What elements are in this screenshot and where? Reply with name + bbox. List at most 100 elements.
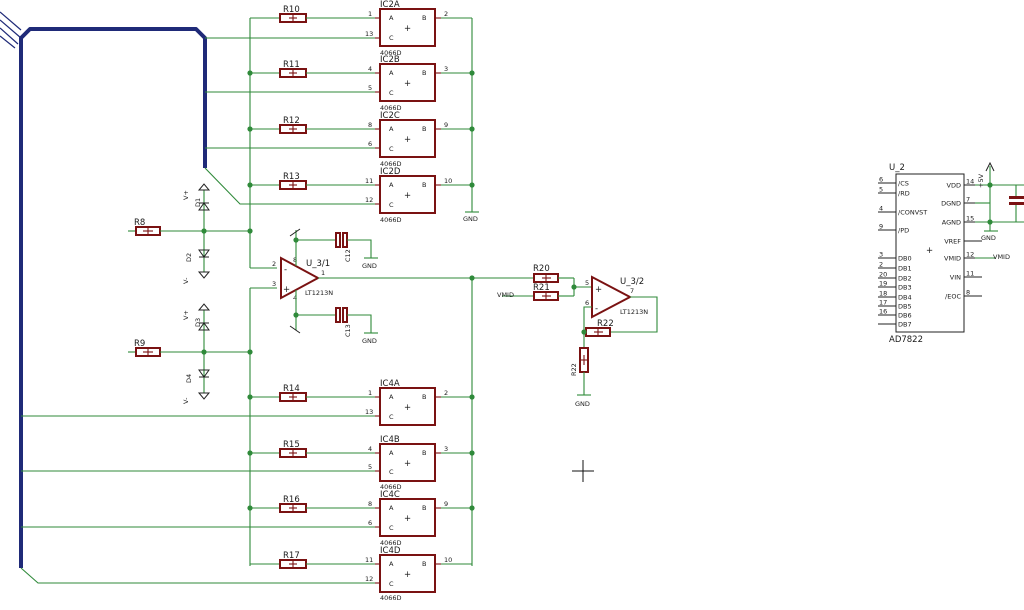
- adc-pin-name: /CS: [898, 180, 909, 188]
- gnd-label: GND: [362, 337, 377, 345]
- adc-pin-name: DB1: [898, 265, 912, 273]
- pin-a: 8: [368, 121, 372, 129]
- ic-type: 4066D: [380, 483, 402, 491]
- adc-pin-number: 15: [966, 215, 974, 223]
- letter-b: B: [422, 125, 426, 133]
- adc-pin-name: DB7: [898, 321, 912, 329]
- diode-label: D1: [194, 198, 202, 207]
- pin-a: 8: [368, 500, 372, 508]
- adc-pin-name: DB5: [898, 303, 912, 311]
- cap-plate: [342, 307, 348, 323]
- letter-a: A: [389, 69, 394, 77]
- cap-plate: [1009, 202, 1024, 205]
- resistor-label: R22: [570, 363, 578, 376]
- resistor-label: R16: [283, 495, 300, 505]
- ic4-row-2: R16 IC4C 4066D 8 6 9 A B C +: [250, 490, 472, 547]
- adc-ref: U_2: [889, 163, 905, 173]
- ic2-row-3: R13 IC2D 4066D 11 12 10 A B C +: [250, 167, 472, 224]
- pin-c: 13: [365, 30, 373, 38]
- ic-ref: IC2D: [380, 167, 401, 177]
- pin-v8: 8: [293, 256, 297, 264]
- diode-label: D2: [185, 253, 193, 262]
- adc-pin-right: VREF: [944, 238, 982, 246]
- crosshair-cursor-icon: [572, 460, 594, 482]
- adc-pin-number: 2: [879, 261, 883, 269]
- adc-pin-number: 6: [879, 176, 883, 184]
- opamp-u3-2-body: [591, 275, 633, 319]
- adc-pin-name: DB3: [898, 284, 912, 292]
- inverting-mark: -: [284, 265, 287, 275]
- cap-plate: [1009, 196, 1024, 199]
- adc-pin-number: 3: [879, 251, 883, 259]
- pin-b: 2: [444, 389, 448, 397]
- pin-a: 4: [368, 445, 372, 453]
- origin-mark: +: [404, 24, 411, 34]
- pin-b: 3: [444, 445, 448, 453]
- pin-a: 1: [368, 10, 372, 18]
- adc-type: AD7822: [889, 335, 923, 345]
- resistor-label: R21: [533, 283, 550, 293]
- opamp-u3-1: - + U_3/1 LT1213N 2 3 1 8 4: [272, 228, 472, 334]
- pin-c: 12: [365, 196, 373, 204]
- letter-c: C: [389, 524, 394, 532]
- switch-ic2d: [379, 175, 436, 214]
- pin-c: 5: [368, 463, 372, 471]
- adc-pin-left: 9/PD: [878, 223, 909, 235]
- diode-label: D4: [185, 374, 193, 383]
- pin-a: 1: [368, 389, 372, 397]
- adc-pin-name: VREF: [944, 238, 961, 246]
- letter-a: A: [389, 504, 394, 512]
- letter-c: C: [389, 413, 394, 421]
- ic-ref: IC2A: [380, 0, 400, 10]
- cap-label: C12: [344, 249, 352, 262]
- gnd-label: GND: [463, 215, 478, 223]
- pin-c: 5: [368, 84, 372, 92]
- letter-a: A: [389, 181, 394, 189]
- stage2-resistors: R20 R21 VMID: [472, 264, 592, 301]
- input-r8-section: R8 V+ D1 D2 V-: [128, 183, 250, 284]
- gnd-label: GND: [362, 262, 377, 270]
- pin-c: 13: [365, 408, 373, 416]
- ic-ref: IC4A: [380, 379, 400, 389]
- origin-mark: +: [404, 459, 411, 469]
- adc-body: [895, 173, 965, 333]
- vertical-nets: [249, 18, 473, 566]
- pin-in1: 2: [272, 260, 276, 268]
- gnd-ic2-bus: GND: [463, 211, 479, 223]
- adc-pin-number: 20: [879, 271, 887, 279]
- adc-pin-number: 12: [966, 251, 974, 259]
- pin-b: 3: [444, 65, 448, 73]
- pin-a: 4: [368, 65, 372, 73]
- ic-ref: IC2B: [380, 55, 400, 65]
- letter-c: C: [389, 34, 394, 42]
- vmid-label: VMID: [497, 291, 514, 299]
- vminus-label: V-: [182, 277, 190, 284]
- adc-pin-name: /PD: [898, 227, 909, 235]
- letter-a: A: [389, 560, 394, 568]
- adc-pin-number: 7: [966, 196, 970, 204]
- adc-pin-number: 4: [879, 205, 883, 213]
- resistor-label: R10: [283, 5, 300, 15]
- ic2-row-1: R11 IC2B 4066D 4 5 3 A B C +: [250, 55, 472, 112]
- opamp-type: LT1213N: [305, 289, 333, 297]
- pin-b: 10: [444, 556, 452, 564]
- pin-c: 6: [368, 140, 372, 148]
- adc-pin-number: 17: [879, 299, 887, 307]
- pin-c: 12: [365, 575, 373, 583]
- adc-pin-name: DB2: [898, 275, 912, 283]
- supply-label: +5V: [977, 173, 985, 188]
- inverting-mark: -: [595, 304, 598, 314]
- pin-out: 1: [321, 269, 325, 277]
- origin-mark: +: [404, 191, 411, 201]
- adc-pin-right: 8/EOC: [945, 289, 982, 301]
- letter-b: B: [422, 14, 426, 22]
- origin-mark: +: [404, 514, 411, 524]
- adc-pin-name: AGND: [942, 219, 961, 227]
- adc-pin-name: VIN: [950, 274, 961, 282]
- vmid-net-label: VMID: [993, 253, 1010, 261]
- letter-c: C: [389, 201, 394, 209]
